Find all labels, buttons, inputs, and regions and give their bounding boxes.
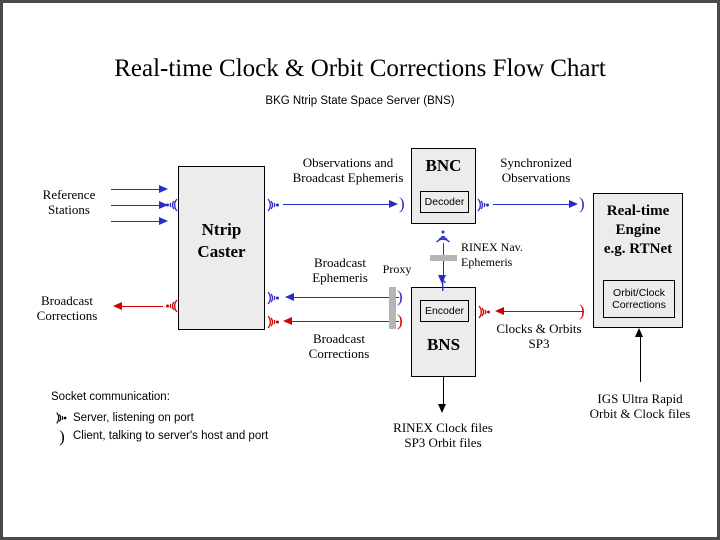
arrowhead-rinex-clock-files — [438, 404, 446, 413]
node-bns-encoder[interactable]: Encoder — [420, 300, 469, 322]
node-bnc-title: BNC — [425, 156, 462, 175]
arrowhead-broadcast-corrections-in — [283, 317, 292, 325]
connector-observations — [283, 204, 391, 205]
connector-rinex-clock-files — [443, 377, 444, 408]
label-observations-and-ephemeris: Observations and Broadcast Ephemeris — [292, 155, 404, 185]
page-subtitle: BKG Ntrip State Space Server (BNS) — [265, 95, 455, 107]
label-broadcast-ephemeris: Broadcast Ephemeris — [312, 255, 368, 285]
node-rt-engine-corrections[interactable]: Orbit/Clock Corrections — [603, 280, 675, 318]
socket-server-icon-caster-ephemeris — [266, 289, 282, 307]
connector-broadcast-ephemeris — [291, 297, 399, 298]
connector-ref-station-2 — [111, 205, 161, 206]
legend-heading: Socket communication: — [51, 391, 170, 403]
label-igs-ultra-rapid: IGS Ultra Rapid Orbit & Clock files — [589, 391, 691, 421]
socket-client-icon-rt-engine-clocks: ) — [579, 301, 585, 320]
label-clocks-and-orbits-sp3: Clocks & Orbits SP3 — [496, 321, 582, 351]
node-bns-title: BNS — [426, 335, 461, 354]
legend: Socket communication: Server, listening … — [51, 391, 351, 445]
socket-server-icon-caster-bns-corrections — [266, 313, 282, 331]
proxy-bar-horizontal — [389, 287, 396, 329]
node-bnc-decoder[interactable]: Decoder — [420, 191, 469, 213]
connector-clocks-orbits — [503, 311, 583, 312]
legend-row-client: ) Client, talking to server's host and p… — [51, 427, 351, 445]
arrowhead-observations — [389, 200, 398, 208]
label-synchronized-observations: Synchronized Observations — [500, 155, 572, 185]
arrowhead-ref-station-1 — [159, 185, 168, 193]
legend-label-client: Client, talking to server's host and por… — [73, 430, 269, 442]
node-bns[interactable]: Encoder BNS — [411, 287, 476, 377]
node-ntrip-caster-title: Ntrip Caster — [197, 220, 246, 261]
label-rinex-clock-sp3-files: RINEX Clock files SP3 Orbit files — [393, 420, 493, 450]
arrowhead-rinex-nav-ephemeris — [438, 275, 446, 284]
arrowhead-broadcast-ephemeris — [285, 293, 294, 301]
arrowhead-igs-ultra-rapid — [635, 328, 643, 337]
connector-rinex-nav-ephemeris — [443, 243, 444, 281]
socket-server-icon-bnc-rinex — [434, 228, 452, 244]
node-rt-engine[interactable]: Real-time Engine e.g. RTNet Orbit/Clock … — [593, 193, 683, 328]
arrowhead-clocks-orbits — [495, 307, 504, 315]
label-broadcast-corrections-in: Broadcast Corrections — [308, 331, 370, 361]
socket-client-icon-bns-corrections: ) — [397, 311, 403, 330]
socket-server-icon-legend — [51, 410, 73, 426]
proxy-bar-vertical — [430, 255, 457, 261]
connector-synchronized-observations — [493, 204, 571, 205]
arrowhead-broadcast-corrections-out — [113, 302, 122, 310]
socket-client-icon-bnc-observations: ) — [399, 194, 405, 213]
node-ntrip-caster[interactable]: Ntrip Caster — [178, 166, 265, 330]
socket-client-icon-bns-rinex: ↾ — [436, 278, 450, 295]
socket-client-icon-legend: ) — [59, 426, 65, 446]
label-broadcast-corrections-out: Broadcast Corrections — [36, 293, 98, 323]
connector-ref-station-3 — [111, 221, 161, 222]
arrowhead-synchronized-observations — [569, 200, 578, 208]
arrowhead-ref-station-2 — [159, 201, 168, 209]
connector-ref-station-1 — [111, 189, 161, 190]
socket-server-icon-caster-corrections — [163, 297, 179, 315]
label-proxy: Proxy — [382, 262, 412, 276]
socket-server-icon-caster-observations — [266, 196, 282, 214]
connector-broadcast-corrections-out — [121, 306, 163, 307]
socket-server-icon-bns-clocks — [477, 303, 493, 321]
node-rt-engine-title: Real-time Engine e.g. RTNet — [603, 203, 673, 257]
arrowhead-ref-station-3 — [159, 217, 168, 225]
socket-client-icon-bns-ephemeris: ) — [397, 287, 403, 306]
connector-broadcast-corrections-in — [291, 321, 399, 322]
node-bnc[interactable]: BNC Decoder — [411, 148, 476, 224]
socket-server-icon-caster-stations — [163, 196, 179, 214]
legend-label-server: Server, listening on port — [73, 412, 194, 424]
label-reference-stations: Reference Stations — [42, 187, 96, 217]
socket-server-icon-bnc-sync — [476, 196, 492, 214]
legend-row-server: Server, listening on port — [51, 409, 351, 427]
socket-client-icon-rt-engine-sync: ) — [579, 194, 585, 213]
page-title: Real-time Clock & Orbit Corrections Flow… — [114, 55, 606, 82]
label-rinex-nav-ephemeris: RINEX Nav. Ephemeris — [461, 240, 523, 269]
connector-igs-ultra-rapid — [640, 336, 641, 382]
